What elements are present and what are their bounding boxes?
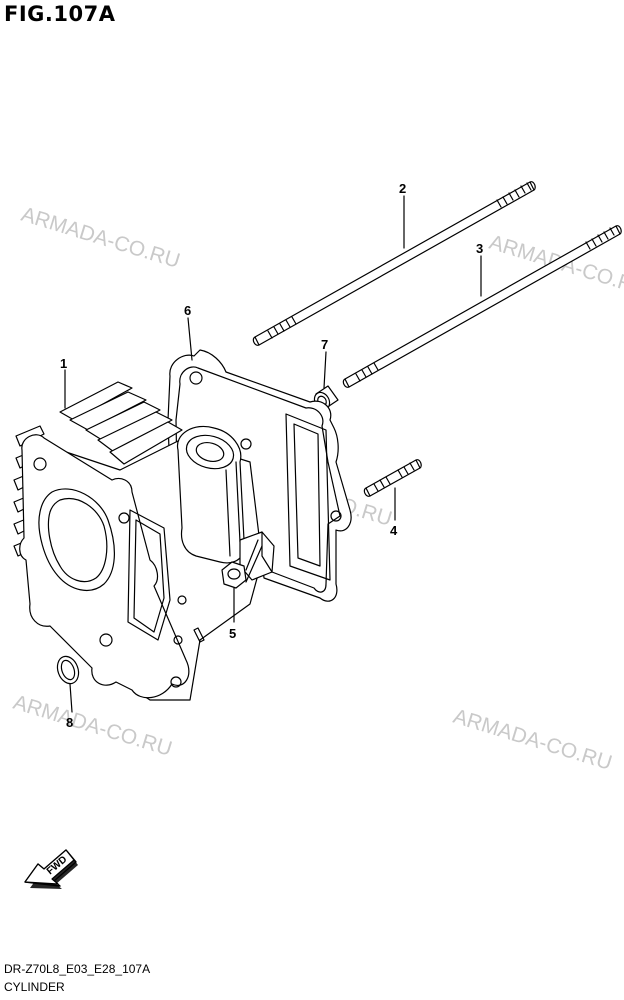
figure-title: FIG.107A (4, 2, 116, 26)
bolt-flange (221, 539, 263, 589)
callout-3: 3 (476, 241, 483, 256)
o-ring (56, 655, 80, 685)
callout-6: 6 (184, 303, 191, 318)
leader-lines (64, 195, 482, 713)
callout-5: 5 (229, 626, 236, 641)
watermark: ARMADA-CO.RU (451, 705, 615, 775)
callout-1: 1 (60, 356, 67, 371)
stud-bolt-long (252, 181, 536, 346)
stud-bolt-long-2 (342, 225, 622, 388)
cylinder-body (13, 381, 275, 701)
callout-4: 4 (390, 523, 398, 538)
fwd-arrow-icon: FWD (24, 849, 78, 889)
figure-name: CYLINDER (4, 980, 65, 994)
figure-code: DR-Z70L8_E03_E28_107A (4, 962, 151, 976)
watermark: ARMADA-CO.RU (19, 203, 183, 273)
watermark: ARMADA-CO.RU (11, 691, 175, 761)
callout-2: 2 (399, 181, 406, 196)
callout-8: 8 (66, 715, 73, 730)
stud-bolt-short (363, 459, 422, 497)
callout-7: 7 (321, 337, 328, 352)
